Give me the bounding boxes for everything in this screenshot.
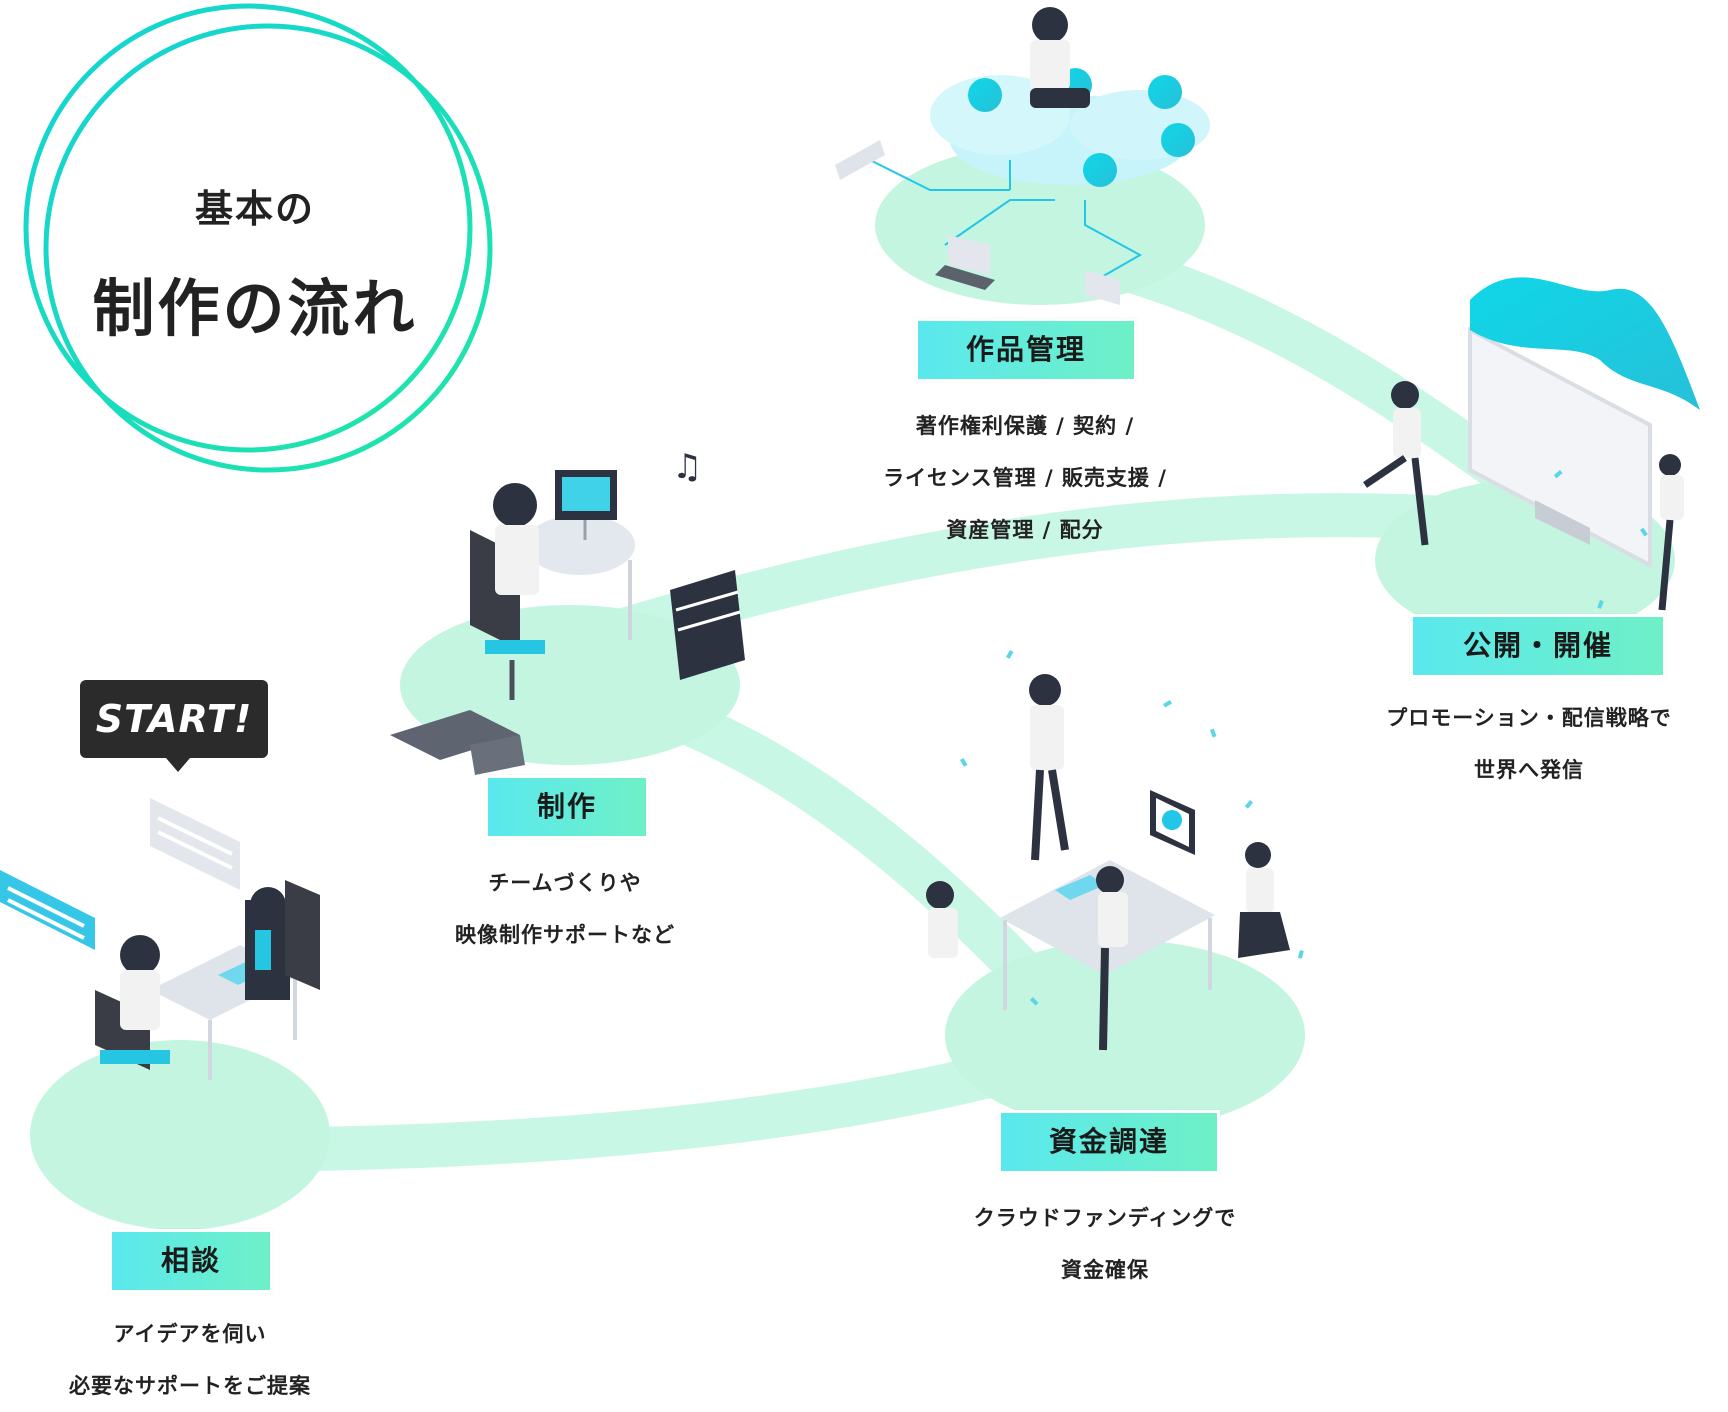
funding-scene <box>926 674 1290 1051</box>
flow-title: 基本の 制作の流れ <box>0 0 520 470</box>
step-desc-production: チームづくりや 映像制作サポートなど <box>370 857 760 961</box>
step-label-release: 公開・開催 <box>1410 614 1666 678</box>
confetti <box>960 470 1648 1006</box>
step-desc-funding: クラウドファンディングで 資金確保 <box>910 1192 1300 1296</box>
step-desc-release: プロモーション・配信戦略で 世界へ発信 <box>1330 692 1728 796</box>
step-desc-line: アイデアを伺い <box>113 1322 267 1346</box>
consult-scene <box>0 798 320 1080</box>
step-desc-management: 著作権利保護 / 契約 / ライセンス管理 / 販売支援 / 資産管理 / 配分 <box>820 400 1230 556</box>
step-desc-line: チームづくりや <box>488 871 642 895</box>
svg-text:♫: ♫ <box>672 447 702 487</box>
step-label-funding: 資金調達 <box>998 1110 1220 1174</box>
step-desc-line: ライセンス管理 / 販売支援 / <box>883 466 1167 490</box>
step-label-production: 制作 <box>485 775 649 839</box>
step-desc-line: 資金確保 <box>1061 1258 1149 1282</box>
step-desc-line: 必要なサポートをご提案 <box>69 1374 311 1398</box>
management-scene <box>835 7 1210 305</box>
step-desc-line: 著作権利保護 / 契約 / <box>915 414 1135 438</box>
step-desc-line: 資産管理 / 配分 <box>946 518 1104 542</box>
step-label-management: 作品管理 <box>915 318 1137 382</box>
release-scene <box>1363 277 1700 611</box>
step-desc-consult: アイデアを伺い 必要なサポートをご提案 <box>0 1308 380 1412</box>
step-desc-line: クラウドファンディングで <box>973 1206 1237 1230</box>
title-rings <box>23 3 493 473</box>
production-scene: ♫ <box>390 447 745 775</box>
step-desc-line: プロモーション・配信戦略で <box>1386 706 1672 730</box>
title-sub: 基本の <box>194 187 315 231</box>
title-main: 制作の流れ <box>92 272 418 345</box>
step-desc-line: 世界へ発信 <box>1474 758 1584 782</box>
step-desc-line: 映像制作サポートなど <box>455 923 675 947</box>
start-badge: START! <box>80 680 268 772</box>
step-label-consult: 相談 <box>109 1229 273 1293</box>
